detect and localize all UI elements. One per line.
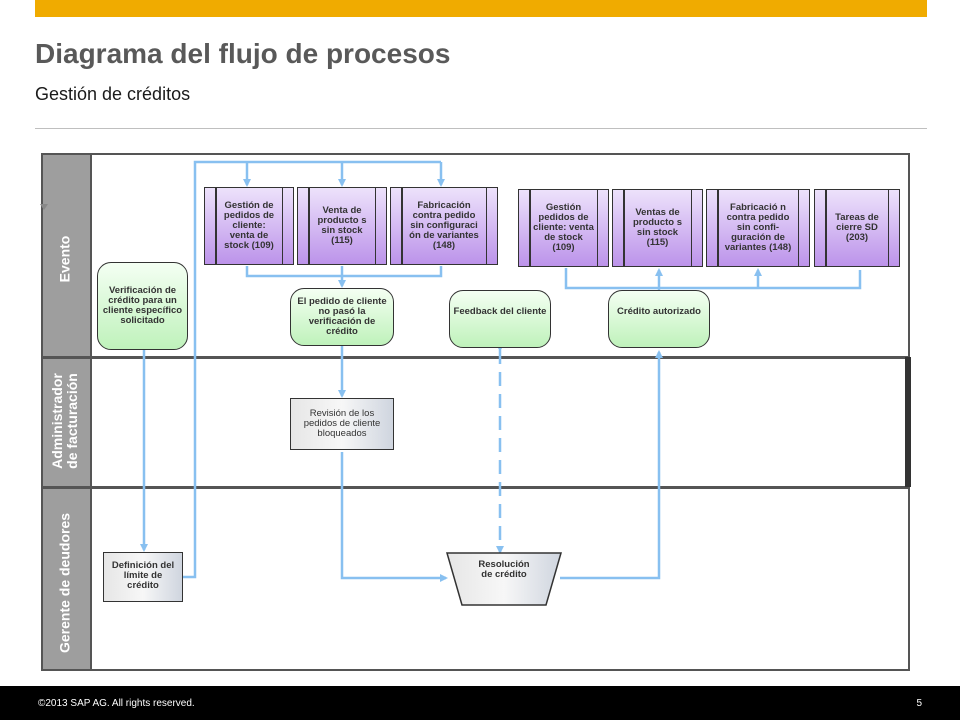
transaction-fabricacion-1[interactable]: Fabricación contra pedido sin configurac… <box>390 187 498 265</box>
connector-definicion-top <box>183 160 441 579</box>
process-revision-pedidos[interactable]: Revisión de los pedidos de cliente bloqu… <box>290 398 394 450</box>
connector-resolucion-credito <box>560 350 663 580</box>
decision-resolucion-credito[interactable]: Resolución de crédito <box>446 552 562 606</box>
transaction-gestion-pedidos-1[interactable]: Gestión de pedidos de cliente: venta de … <box>204 187 294 265</box>
event-feedback-cliente[interactable]: Feedback del cliente <box>449 290 551 348</box>
event-feedback-cliente-label: Feedback del cliente <box>453 306 547 317</box>
decision-shape <box>446 552 562 606</box>
lane-marker-icon <box>40 204 48 210</box>
process-revision-pedidos-label: Revisión de los pedidos de cliente bloqu… <box>303 408 381 439</box>
lane-header-evento: Evento <box>43 155 92 356</box>
process-definicion-limite[interactable]: Definición del límite de crédito <box>103 552 183 602</box>
decision-resolucion-text: Resolución de crédito <box>478 559 530 580</box>
event-verificacion-credito-label: Verificación de crédito para un cliente … <box>102 285 183 326</box>
event-credito-autorizado[interactable]: Crédito autorizado <box>608 290 710 348</box>
transaction-gestion-pedidos-2-label: Gestión pedidos de cliente: venta de sto… <box>533 202 594 253</box>
footer-page-number: 5 <box>916 698 922 709</box>
transaction-ventas-productos-2-label: Ventas de producto s sin stock (115) <box>632 207 683 248</box>
top-accent-bar <box>35 0 927 17</box>
transaction-venta-productos-1-label: Venta de producto s sin stock (115) <box>317 205 367 246</box>
event-credito-autorizado-label: Crédito autorizado <box>617 306 701 317</box>
connector-gestion1-join <box>245 266 443 278</box>
transaction-tareas-cierre[interactable]: Tareas de cierre SD (203) <box>814 189 900 267</box>
event-pedido-no-paso-label: El pedido de cliente no pasó la verifica… <box>297 296 387 337</box>
lane-right-border <box>905 357 911 487</box>
transaction-fabricacion-2[interactable]: Fabricació n contra pedido sin confi-gur… <box>706 189 810 267</box>
event-pedido-no-paso[interactable]: El pedido de cliente no pasó la verifica… <box>290 288 394 346</box>
transaction-fabricacion-2-label: Fabricació n contra pedido sin confi-gur… <box>724 202 792 253</box>
process-definicion-limite-label: Definición del límite de crédito <box>111 560 175 591</box>
lane-header-administrador: Administrador de facturación <box>43 359 92 486</box>
transaction-fabricacion-1-label: Fabricación contra pedido sin configurac… <box>409 200 479 251</box>
connector-bottom-join <box>564 268 862 290</box>
event-verificacion-credito[interactable]: Verificación de crédito para un cliente … <box>97 262 188 350</box>
transaction-gestion-pedidos-2[interactable]: Gestión pedidos de cliente: venta de sto… <box>518 189 609 267</box>
footer-copyright: ©2013 SAP AG. All rights reserved. <box>38 698 195 709</box>
footer-bar <box>0 686 960 720</box>
page-title: Diagrama del flujo de procesos <box>35 38 451 69</box>
transaction-venta-productos-1[interactable]: Venta de producto s sin stock (115) <box>297 187 387 265</box>
page-subtitle: Gestión de créditos <box>35 84 191 104</box>
lane-header-gerente: Gerente de deudores <box>43 489 92 669</box>
title-divider <box>35 128 927 129</box>
transaction-gestion-pedidos-1-label: Gestión de pedidos de cliente: venta de … <box>223 200 275 251</box>
connector-revision-resolucion <box>340 452 448 582</box>
transaction-tareas-cierre-label: Tareas de cierre SD (203) <box>835 212 879 243</box>
decision-resolucion-label: Resolución de crédito <box>446 552 562 606</box>
transaction-ventas-productos-2[interactable]: Ventas de producto s sin stock (115) <box>612 189 703 267</box>
